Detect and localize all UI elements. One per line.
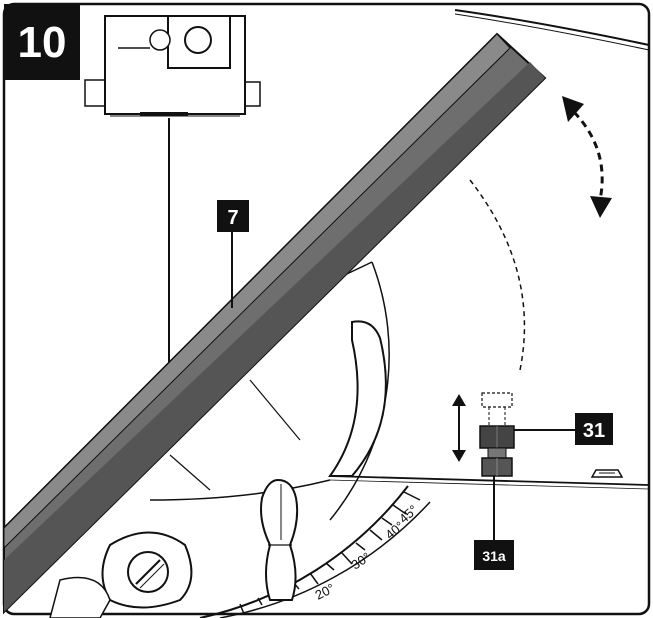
callout-31-label: 31 [583,420,605,442]
callout-7-label: 7 [227,207,238,229]
top-edge-line [454,9,650,46]
callout-31a-badge [474,540,514,570]
height-adjust-arrow [452,394,466,462]
motor-housing [84,15,261,117]
stop-bolt-assembly [479,392,515,477]
figure-number-badge [4,4,80,80]
table-edge-line-inner [329,479,650,490]
curved-slot [328,320,387,477]
top-edge-line-inner [454,13,650,51]
bevel-fence [3,32,547,615]
pivot-bolt [49,531,193,618]
lock-knob [260,478,299,601]
figure-number: 10 [18,18,67,67]
table-edge-line [329,475,650,486]
callout-31a-label: 31a [482,548,506,564]
tilt-direction-arrow [562,96,612,218]
callout-7-badge [217,200,249,232]
swing-arc-dashed [469,179,526,371]
table-nut [590,469,624,478]
callout-31-badge [575,413,613,445]
